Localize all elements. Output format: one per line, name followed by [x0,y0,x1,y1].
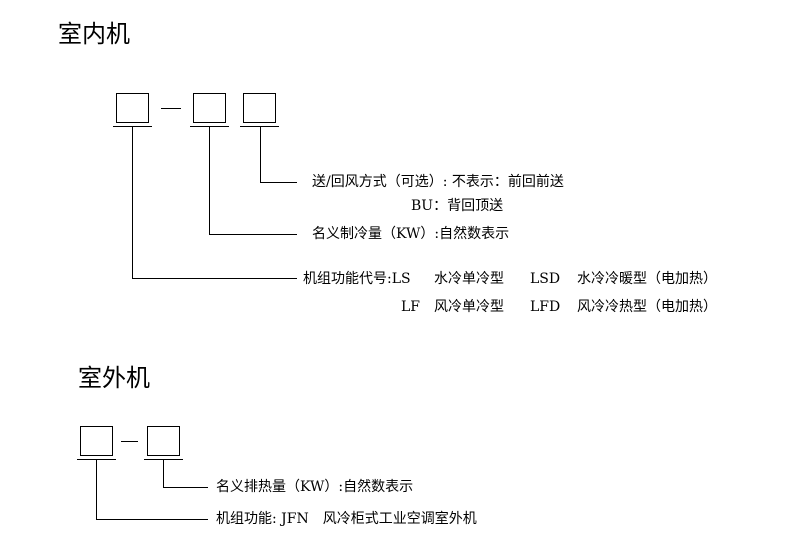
indoor-function-lsd-code: LSD [530,271,561,287]
indoor-airflow-box [243,93,276,123]
indoor-function-lsd-desc: 水冷冷暖型（电加热） [577,271,717,287]
indoor-airflow-leader-horizontal [260,182,297,183]
outdoor-capacity-box [147,426,180,456]
outdoor-capacity-leader-horizontal [163,487,208,488]
outdoor-capacity-leader-vertical [163,459,164,487]
indoor-function-lfd-code: LFD [530,299,561,315]
indoor-function-code-label: 机组功能代号:LS [303,271,411,287]
indoor-function-ls-desc: 水冷单冷型 [434,271,504,287]
indoor-airflow-box-underline [240,126,279,127]
outdoor-function-code-box [80,426,113,456]
indoor-airflow-bu-label: BU：背回顶送 [411,198,504,214]
indoor-title: 室内机 [58,20,130,48]
outdoor-function-label: 机组功能: JFN 风冷柜式工业空调室外机 [216,511,477,527]
outdoor-title: 室外机 [78,364,150,392]
indoor-function-leader-vertical [132,126,133,278]
indoor-hyphen [161,108,181,109]
indoor-airflow-leader-vertical [260,126,261,182]
indoor-capacity-leader-horizontal [209,234,297,235]
indoor-function-code-box [116,93,149,123]
outdoor-capacity-label: 名义排热量（KW）:自然数表示 [216,479,414,495]
indoor-capacity-leader-vertical [209,126,210,234]
indoor-function-leader-horizontal [132,278,297,279]
indoor-function-lf-code: LF [401,299,421,315]
outdoor-function-leader-vertical [96,459,97,519]
outdoor-hyphen [121,441,138,442]
indoor-capacity-label: 名义制冷量（KW）:自然数表示 [312,226,510,242]
indoor-function-lfd-desc: 风冷冷热型（电加热） [577,299,717,315]
outdoor-function-leader-horizontal [96,519,208,520]
indoor-capacity-box [193,93,226,123]
indoor-function-lf-desc: 风冷单冷型 [434,299,504,315]
indoor-airflow-option-label: 送/回风方式（可选）: 不表示：前回前送 [312,174,564,190]
